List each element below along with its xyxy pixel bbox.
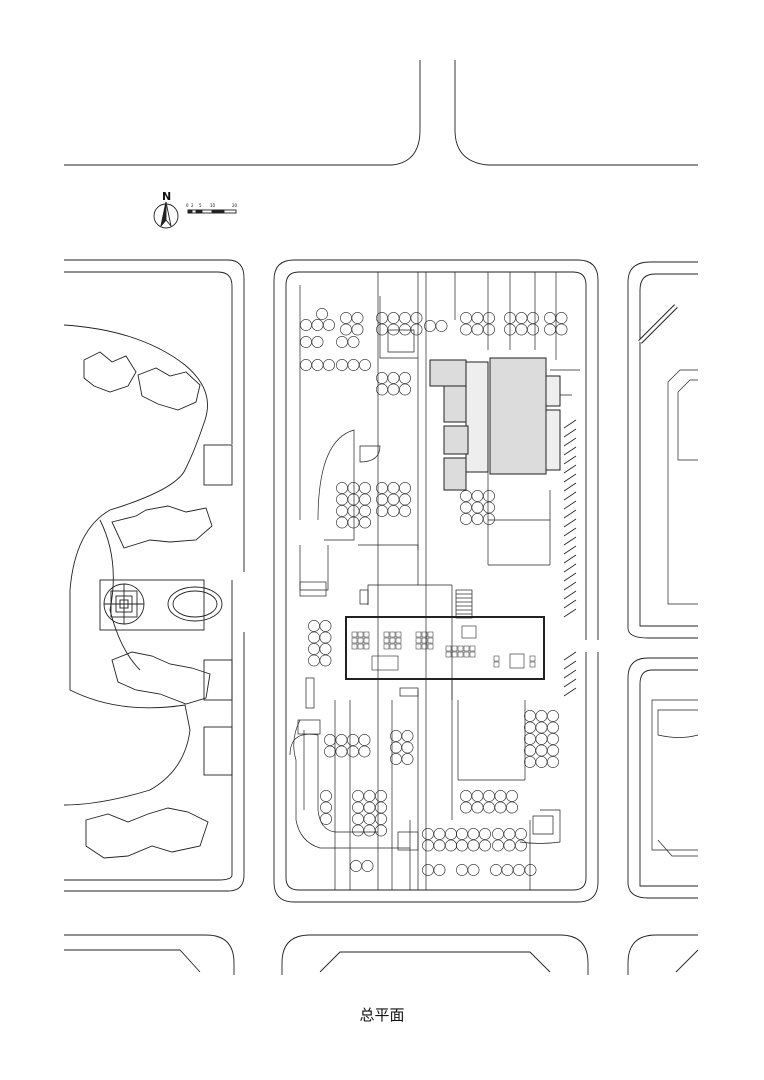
scale-bar [187,209,237,214]
scale-label-2: 2 [191,203,194,208]
tree-group-12 [544,312,568,336]
tree-group-24 [456,828,491,852]
tree-group-29 [350,860,374,872]
scale-label-10: 10 [210,203,216,208]
tree-group-23 [422,828,457,852]
road-network [64,60,699,975]
north-arrow [153,201,179,229]
tree-group-15 [460,490,495,525]
tree-group-14 [376,482,411,517]
north-label: N [162,190,171,203]
drawing-caption: 总平面 [359,1006,405,1024]
tree-group-16 [308,620,332,667]
gray-buildings [429,357,561,491]
tree-group-27 [456,864,480,876]
tree-group-26 [422,864,446,876]
tree-group-7 [376,312,423,336]
central-hall [345,616,545,680]
tree-group-21 [460,790,518,814]
tree-group-1 [316,308,328,320]
residential-block [63,324,233,859]
parking-stripes [563,304,678,697]
tree-group-6 [340,312,364,336]
tree-group-13 [336,482,371,529]
tree-group-17 [324,734,371,758]
tree-group-19 [320,790,332,825]
tree-group-11 [504,312,539,336]
tree-group-8 [376,372,411,396]
scale-label-5: 5 [199,203,202,208]
tree-group-4 [336,336,360,348]
tree-group-5 [336,359,371,371]
scale-label-20: 20 [232,203,238,208]
tree-groups [300,308,568,876]
adjacent-buildings [651,369,699,857]
tree-group-2 [300,336,324,348]
tree-group-20 [352,790,387,837]
tree-group-22 [524,710,559,768]
tree-group-10 [460,312,495,336]
tree-group-18 [390,730,414,765]
tree-group-0 [300,319,335,331]
tree-group-3 [300,359,335,371]
tree-group-25 [492,828,527,852]
scale-label-0: 0 [186,203,189,208]
tree-group-9 [424,320,448,332]
scale-tick-labels: 0 2 5 10 20 [186,203,238,208]
tree-group-28 [490,864,537,876]
